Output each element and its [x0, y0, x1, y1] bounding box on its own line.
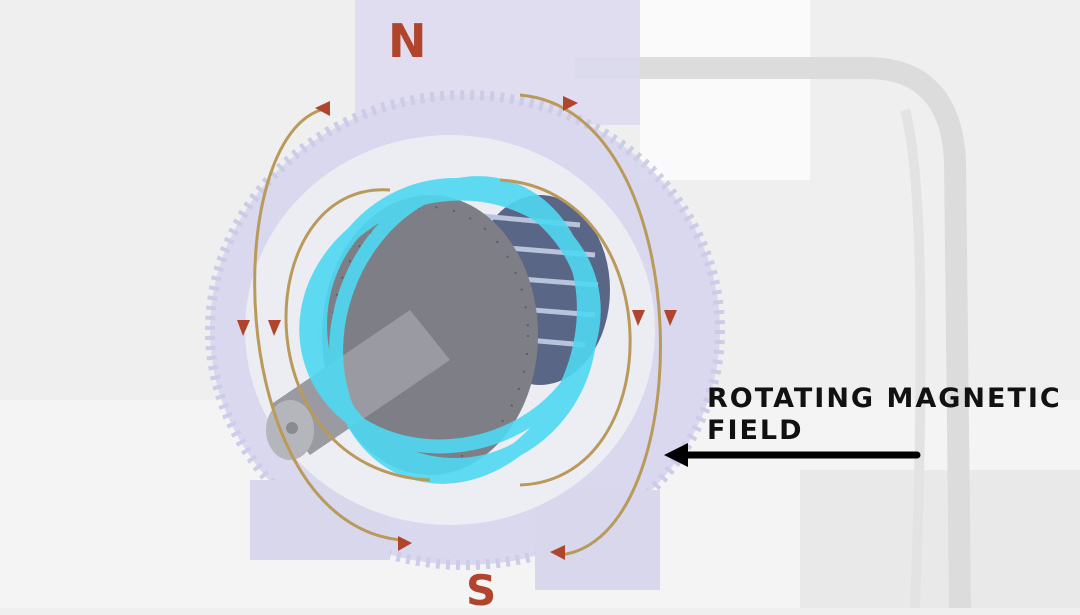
- field-line-right-outer: [519, 93, 662, 557]
- arrow-icon: [237, 320, 250, 336]
- arrow-icon: [563, 96, 578, 111]
- floor-block: [800, 470, 1080, 608]
- annotation-line-1: ROTATING MAGNETIC: [707, 383, 1062, 414]
- pole-south-label: S: [466, 566, 497, 615]
- field-line-left-inner: [284, 188, 431, 482]
- arrow-icon: [315, 101, 330, 116]
- window-light: [640, 0, 810, 180]
- cable-wire: [900, 108, 926, 608]
- arrow-icon: [550, 545, 565, 560]
- field-lines: [253, 93, 662, 557]
- cooling-fins: [205, 90, 725, 570]
- field-line-right-inner: [499, 178, 632, 487]
- pointer-arrow-head-icon: [664, 443, 688, 467]
- arrow-icon: [632, 310, 645, 326]
- disk-bolts: [331, 206, 529, 464]
- arrow-icon: [268, 320, 281, 336]
- annotation-line-2: FIELD: [707, 415, 804, 446]
- annotation-label: ROTATING MAGNETIC FIELD: [707, 383, 1062, 447]
- rotating-field-rings: [299, 176, 601, 484]
- field-line-left-outer: [253, 106, 401, 542]
- cable-pipe: [575, 57, 971, 608]
- pole-north-label: N: [388, 14, 427, 68]
- field-direction-arrows: [237, 96, 677, 560]
- arrow-icon: [398, 536, 412, 551]
- arrow-icon: [664, 310, 677, 326]
